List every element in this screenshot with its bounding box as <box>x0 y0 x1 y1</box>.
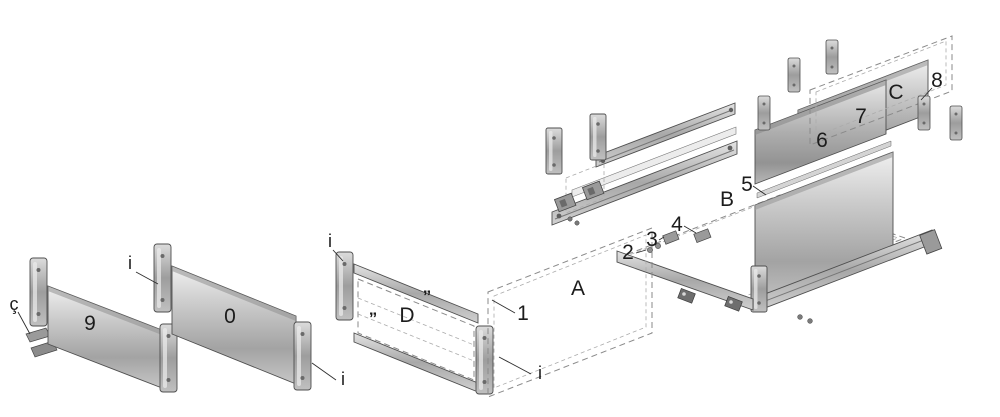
panel-9-top-cap <box>48 286 162 335</box>
front-bottom-rail-group <box>616 250 754 312</box>
gallery-rod <box>756 140 892 199</box>
right-runner-set <box>750 229 943 324</box>
callout-1: 1 <box>517 302 529 325</box>
leader-cedilla <box>17 311 31 335</box>
front-fixing-fittings <box>553 162 605 226</box>
callout-ditto-lower: ” <box>369 309 378 328</box>
screw-2 <box>574 220 580 226</box>
roller-3 <box>556 213 562 219</box>
rear-board-c-inner <box>815 40 947 137</box>
lock-fitting-1 <box>677 288 696 304</box>
leader-3 <box>658 236 665 241</box>
small-parts-234 <box>647 228 712 253</box>
rear-board-c-outline <box>809 35 953 146</box>
left-runner-set <box>545 102 738 226</box>
screw-3 <box>797 314 803 320</box>
panel-6-clip <box>757 95 771 131</box>
right-side-panel-group <box>754 140 894 310</box>
callout-3: 3 <box>646 228 658 251</box>
left-upper-rail <box>595 102 736 168</box>
part-3-clip <box>662 230 680 245</box>
frame-d-assembly <box>335 251 494 395</box>
lock-dot-1 <box>682 292 686 296</box>
callout-labels: ç 9 i 0 i i D ” ” i 1 A 2 3 4 B 5 6 7 C … <box>10 69 943 389</box>
leader-1 <box>491 299 516 314</box>
callout-4: 4 <box>671 213 683 236</box>
right-rail-groove <box>759 237 930 304</box>
callout-cedilla: ç <box>10 294 19 314</box>
leader-8 <box>920 87 933 101</box>
callout-panel-a: A <box>571 277 585 300</box>
board-c-bracket-4 <box>949 105 963 141</box>
callout-panel-b: B <box>720 188 734 211</box>
frame-d-left-bracket <box>335 251 354 321</box>
board-c-bracket-1 <box>787 57 801 93</box>
screw-4 <box>807 318 813 324</box>
callout-info-frame-bottom: i <box>538 363 542 383</box>
callout-2: 2 <box>622 241 634 264</box>
callout-frame-d: D <box>399 304 414 327</box>
lock-dot-2 <box>729 300 733 304</box>
board-c-bracket-2 <box>825 39 839 75</box>
frame-d-hidden-panel <box>357 278 475 381</box>
callout-info-panel0-bottom: i <box>341 369 345 389</box>
rear-panel-6-cap <box>755 80 886 135</box>
leader-5 <box>752 185 767 196</box>
left-rail-rear-bracket <box>589 113 607 161</box>
front-panel-a <box>487 227 653 398</box>
panel-0-top-cap <box>172 266 296 321</box>
callout-8: 8 <box>931 69 943 92</box>
left-lower-rail <box>551 140 738 226</box>
panel-9-assembly <box>29 257 178 393</box>
leader-info-frame-bottom <box>498 356 532 375</box>
callout-board-c: C <box>888 81 903 104</box>
callout-7: 7 <box>855 105 867 128</box>
front-panel-a-outline <box>487 227 653 398</box>
frame-d-bottom-rail <box>353 332 479 393</box>
panel-0-left-bracket <box>153 243 172 313</box>
right-rail-end-fitting <box>919 229 943 255</box>
board-c-bracket-3 <box>917 95 931 131</box>
leader-4 <box>683 225 697 234</box>
part-2-screw-b <box>655 243 661 249</box>
left-upper-rail-groove <box>598 109 733 163</box>
rear-panel-6 <box>754 79 887 185</box>
panel-9-left-bracket <box>29 257 48 327</box>
part-2-screw-a <box>647 247 653 253</box>
panel-0-right-bracket <box>293 321 312 391</box>
front-panel-a-inner <box>493 234 647 389</box>
leader-info-panel0-bottom <box>311 362 337 381</box>
left-rail-front-bracket <box>545 127 563 175</box>
leader-info-panel0-top <box>135 271 159 285</box>
leader-info-frame-top <box>332 249 344 262</box>
roller-4 <box>727 145 733 151</box>
rear-panels-group <box>754 35 963 185</box>
callout-panel-0: 0 <box>224 305 236 328</box>
frame-d-right-bracket <box>475 325 494 395</box>
front-bottom-rail <box>616 250 754 311</box>
callout-ditto-upper: ” <box>423 287 432 306</box>
front-bracket-fitting-2 <box>581 180 605 201</box>
left-lower-rail-groove <box>554 149 735 220</box>
leader-lines <box>17 87 933 381</box>
frame-d-top-rail <box>353 263 479 324</box>
panel-0-assembly <box>153 243 312 391</box>
panel-9-face <box>47 285 163 389</box>
roller-2 <box>728 107 734 113</box>
callout-info-panel0-top: i <box>128 253 132 273</box>
front-bracket-fitting-1 <box>553 192 577 213</box>
screw-1 <box>567 216 573 222</box>
right-side-panel-cap <box>755 152 893 210</box>
callout-info-frame-top: i <box>328 231 332 251</box>
callout-6: 6 <box>816 129 828 152</box>
callout-panel-9: 9 <box>84 312 96 335</box>
part-4-clip <box>693 228 712 244</box>
callout-5: 5 <box>741 173 753 196</box>
lock-fitting-2 <box>724 296 743 312</box>
leader-2 <box>635 249 647 254</box>
